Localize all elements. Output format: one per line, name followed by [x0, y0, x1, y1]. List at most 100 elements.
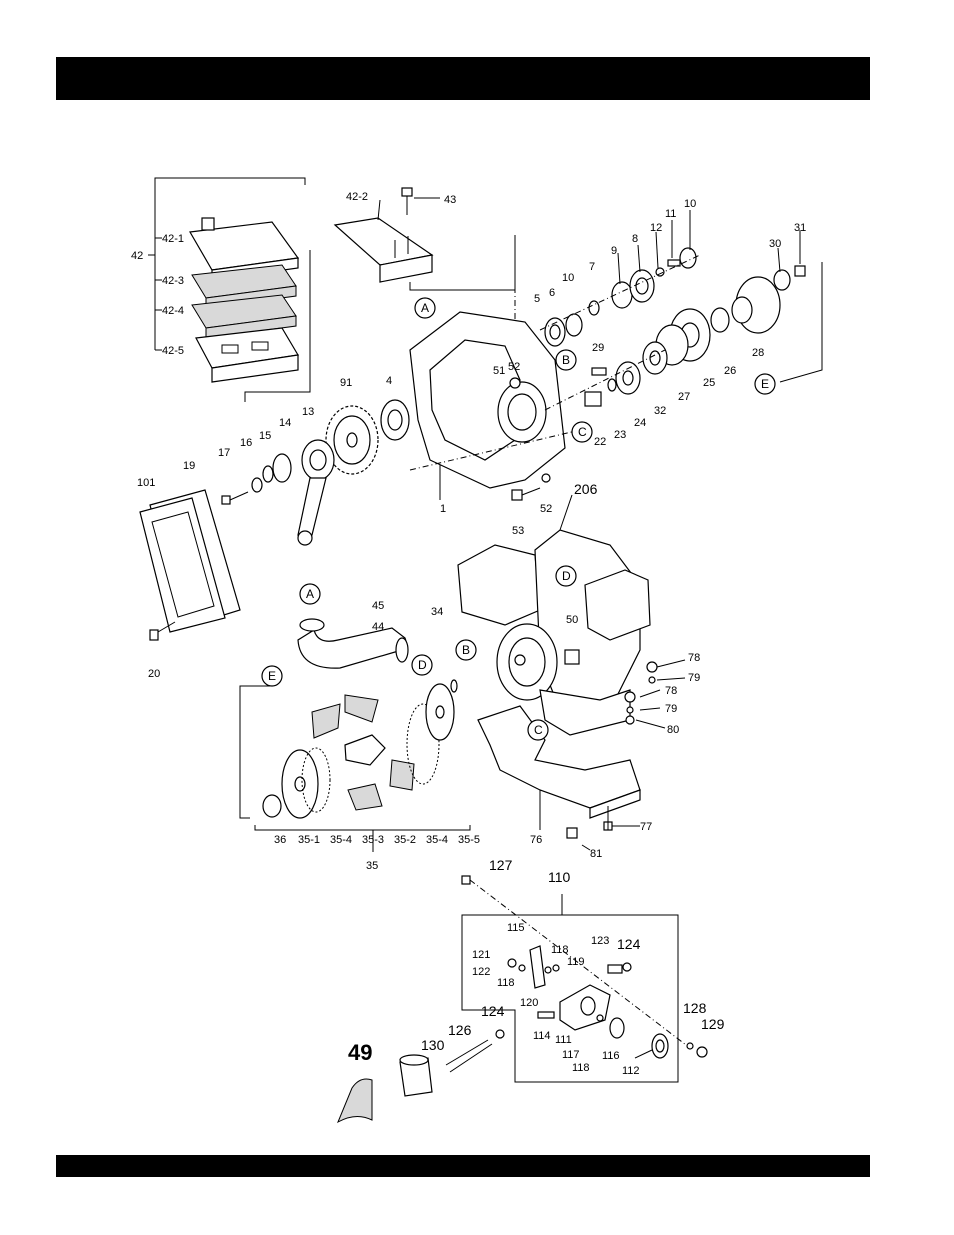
- ref-circle-d1: [555, 565, 577, 587]
- ref-letter-e: E: [761, 377, 769, 391]
- part-label-13: 13: [302, 406, 314, 418]
- part-label-79: 79: [665, 703, 677, 715]
- part-label-8: 8: [632, 233, 638, 245]
- header-bar: [56, 57, 870, 100]
- part-label-6: 6: [549, 287, 555, 299]
- shaft-parts-row: [539, 247, 823, 411]
- part-label-23: 23: [614, 429, 626, 441]
- spring-cover-group: [336, 1029, 505, 1124]
- part-label-15: 15: [259, 430, 271, 442]
- part-label-24: 24: [634, 417, 646, 429]
- part-label-22: 22: [594, 436, 606, 448]
- intake-pipe: [297, 618, 458, 693]
- part-label-78: 78: [665, 685, 677, 697]
- part-label-77: 77: [640, 821, 652, 833]
- ref-letter-a: A: [421, 301, 429, 315]
- side-cover: [139, 489, 241, 641]
- ref-circle-a2: [299, 583, 321, 605]
- part-label-118: 118: [551, 944, 569, 956]
- leader-lines: [377, 197, 801, 851]
- part-label-52: 52: [508, 361, 520, 373]
- gear-conrod-group: [221, 399, 410, 546]
- part-label-42-1: 42-1: [162, 233, 184, 245]
- part-label-35-4: 35-4: [330, 834, 352, 846]
- part-label-116: 116: [602, 1050, 620, 1062]
- part-label-130: 130: [421, 1037, 445, 1053]
- part-label-32: 32: [654, 405, 666, 417]
- part-label-29: 29: [592, 342, 604, 354]
- air-cleaner-group: [148, 177, 516, 402]
- part-label-28: 28: [752, 347, 764, 359]
- part-label-52: 52: [540, 503, 552, 515]
- part-label-35-2: 35-2: [394, 834, 416, 846]
- part-label-34: 34: [431, 606, 443, 618]
- part-label-53: 53: [512, 525, 524, 537]
- part-label-45: 45: [372, 600, 384, 612]
- part-label-78: 78: [688, 652, 700, 664]
- part-label-4: 4: [386, 375, 392, 387]
- part-label-42-5: 42-5: [162, 345, 184, 357]
- part-label-36: 36: [274, 834, 286, 846]
- part-label-43: 43: [444, 194, 456, 206]
- throttle-assembly: [461, 875, 708, 1083]
- part-label-124: 124: [617, 936, 641, 952]
- part-label-110: 110: [548, 869, 571, 885]
- part-label-79: 79: [688, 672, 700, 684]
- part-label-42-4: 42-4: [162, 305, 184, 317]
- part-label-1: 1: [440, 503, 446, 515]
- part-label-42-3: 42-3: [162, 275, 184, 287]
- ref-letter-e: E: [268, 669, 276, 683]
- part-label-10: 10: [562, 272, 574, 284]
- ref-letter-b: B: [462, 643, 470, 657]
- part-label-118: 118: [497, 977, 515, 989]
- part-label-127: 127: [489, 857, 513, 873]
- part-label-120: 120: [520, 997, 538, 1009]
- part-label-121: 121: [472, 949, 490, 961]
- part-label-35-3: 35-3: [362, 834, 384, 846]
- part-label-30: 30: [769, 238, 781, 250]
- ref-circle-d2: [411, 654, 433, 676]
- ref-circle-e1: [754, 373, 776, 395]
- part-label-7: 7: [589, 261, 595, 273]
- part-label-117: 117: [562, 1049, 580, 1061]
- part-label-11: 11: [665, 208, 676, 220]
- part-label-25: 25: [703, 377, 715, 389]
- part-label-128: 128: [683, 1000, 707, 1016]
- part-label-126: 126: [448, 1022, 472, 1038]
- part-label-101: 101: [137, 477, 155, 489]
- part-label-124: 124: [481, 1003, 505, 1019]
- ref-circle-b1: [555, 349, 577, 371]
- part-label-119: 119: [567, 956, 585, 968]
- ref-circle-a1: [414, 297, 436, 319]
- part-label-50: 50: [566, 614, 578, 626]
- part-label-123: 123: [591, 935, 609, 947]
- part-label-16: 16: [240, 437, 252, 449]
- reference-letters: [261, 297, 776, 741]
- part-label-19: 19: [183, 460, 195, 472]
- ref-letter-c: C: [578, 425, 587, 439]
- ref-circle-b2: [455, 639, 477, 661]
- ref-letter-a: A: [306, 587, 314, 601]
- part-label-9: 9: [611, 245, 617, 257]
- part-label-112: 112: [622, 1065, 640, 1077]
- part-label-42-2: 42-2: [346, 191, 368, 203]
- part-label-35-1: 35-1: [298, 834, 320, 846]
- ref-letter-d: D: [418, 658, 427, 672]
- part-label-80: 80: [667, 724, 679, 736]
- part-label-26: 26: [724, 365, 736, 377]
- part-label-44: 44: [372, 621, 384, 633]
- part-label-14: 14: [279, 417, 291, 429]
- part-label-122: 122: [472, 966, 490, 978]
- part-label-42: 42: [131, 250, 143, 262]
- part-label-206: 206: [574, 481, 598, 497]
- bolt-53: [511, 473, 551, 501]
- part-label-5: 5: [534, 293, 540, 305]
- footer-bar: [56, 1155, 870, 1177]
- ref-letter-b: B: [562, 353, 570, 367]
- part-label-49: 49: [348, 1040, 372, 1065]
- part-label-10: 10: [684, 198, 696, 210]
- ref-letter-c: C: [534, 723, 543, 737]
- crankcase-housing: [409, 311, 581, 489]
